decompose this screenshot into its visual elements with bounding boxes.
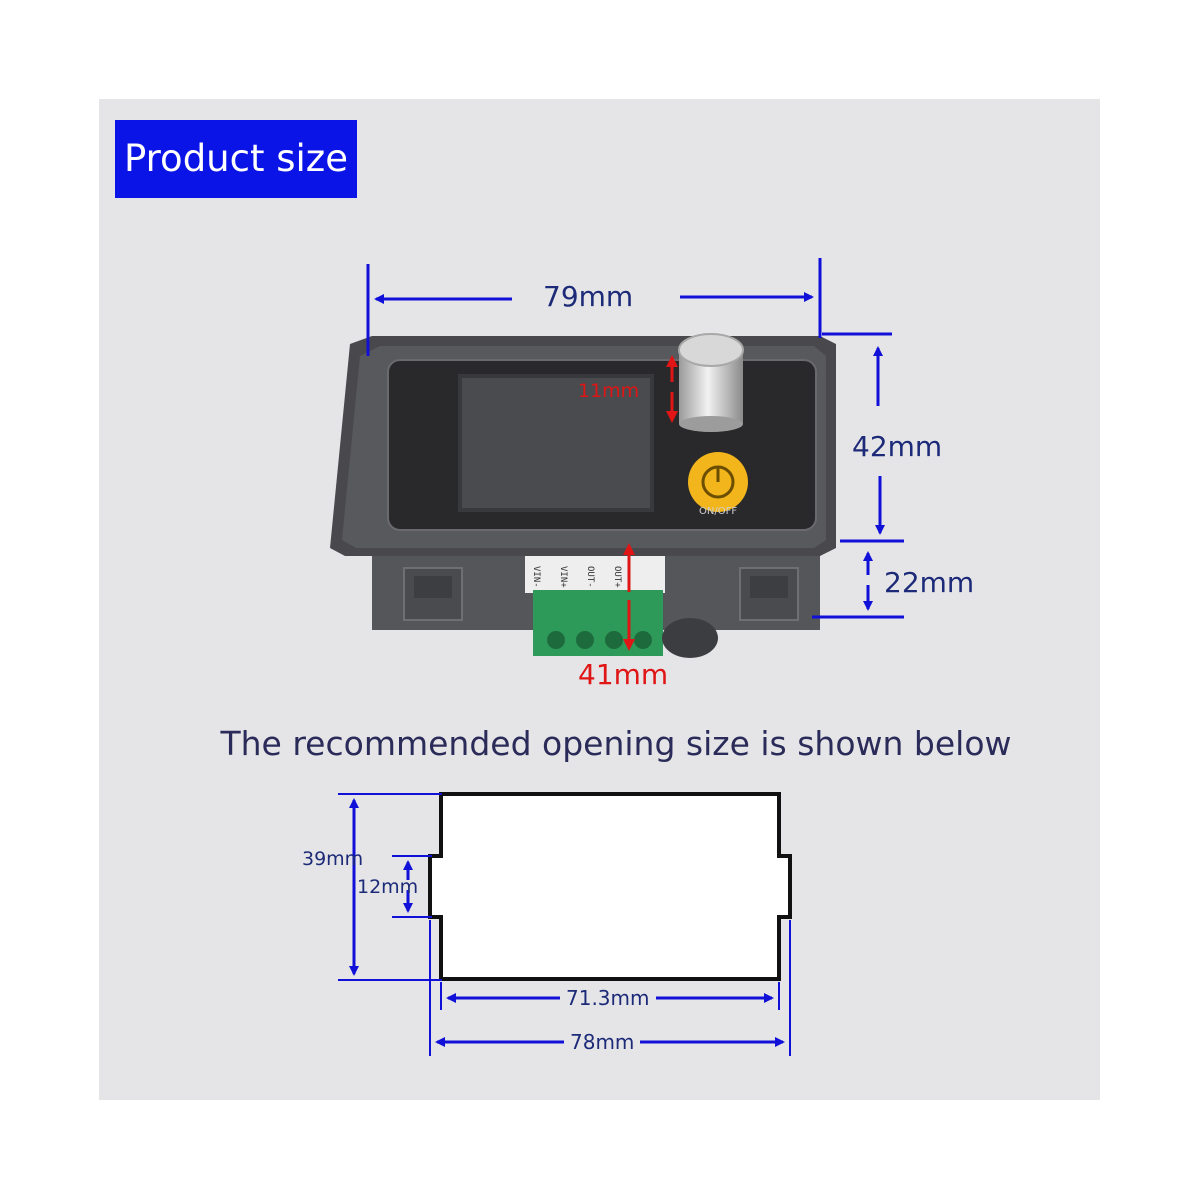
lcd-glass — [462, 378, 650, 508]
cutout-outline — [428, 792, 792, 981]
left-clip-slot — [414, 576, 452, 598]
terminal-label: OUT+ — [612, 566, 622, 588]
dimension-knob-height-label: 11mm — [578, 380, 640, 402]
knob-top — [678, 333, 744, 367]
dimension-body-height-label: 41mm — [578, 658, 669, 691]
terminal-label: VIN- — [531, 566, 541, 588]
cutout-full-width-label: 78mm — [564, 1030, 641, 1054]
power-icon — [701, 465, 735, 499]
dimension-width-label: 79mm — [543, 280, 634, 313]
terminal-label-strip — [525, 553, 665, 593]
subtitle: The recommended opening size is shown be… — [220, 724, 1012, 763]
terminal-label: OUT- — [585, 566, 595, 588]
dimension-red-arrows — [623, 355, 678, 651]
terminal-screw — [547, 631, 565, 649]
dimension-depth — [812, 551, 904, 619]
terminal-screw — [576, 631, 594, 649]
terminal-screw — [605, 631, 623, 649]
terminal-label: VIN+ — [558, 566, 568, 588]
terminal-labels: VIN- VIN+ OUT- OUT+ — [531, 566, 622, 588]
cutout-drawing — [338, 792, 792, 1056]
title-banner: Product size — [115, 120, 357, 198]
title-text: Product size — [124, 137, 348, 180]
terminal-screw — [634, 631, 652, 649]
cutout-narrow-width-label: 71.3mm — [560, 986, 656, 1010]
dimension-front-height — [822, 332, 904, 543]
knob-base — [679, 416, 743, 432]
right-clip-slot — [750, 576, 788, 598]
device-photo — [330, 333, 836, 658]
power-button-label: ON/OFF — [699, 506, 738, 517]
dimension-width — [366, 258, 822, 356]
capacitor — [662, 618, 718, 658]
cutout-notch-label: 12mm — [357, 876, 419, 898]
dimension-depth-label: 22mm — [884, 566, 975, 599]
dimension-front-height-label: 42mm — [852, 430, 943, 463]
cutout-height-label: 39mm — [302, 848, 364, 870]
